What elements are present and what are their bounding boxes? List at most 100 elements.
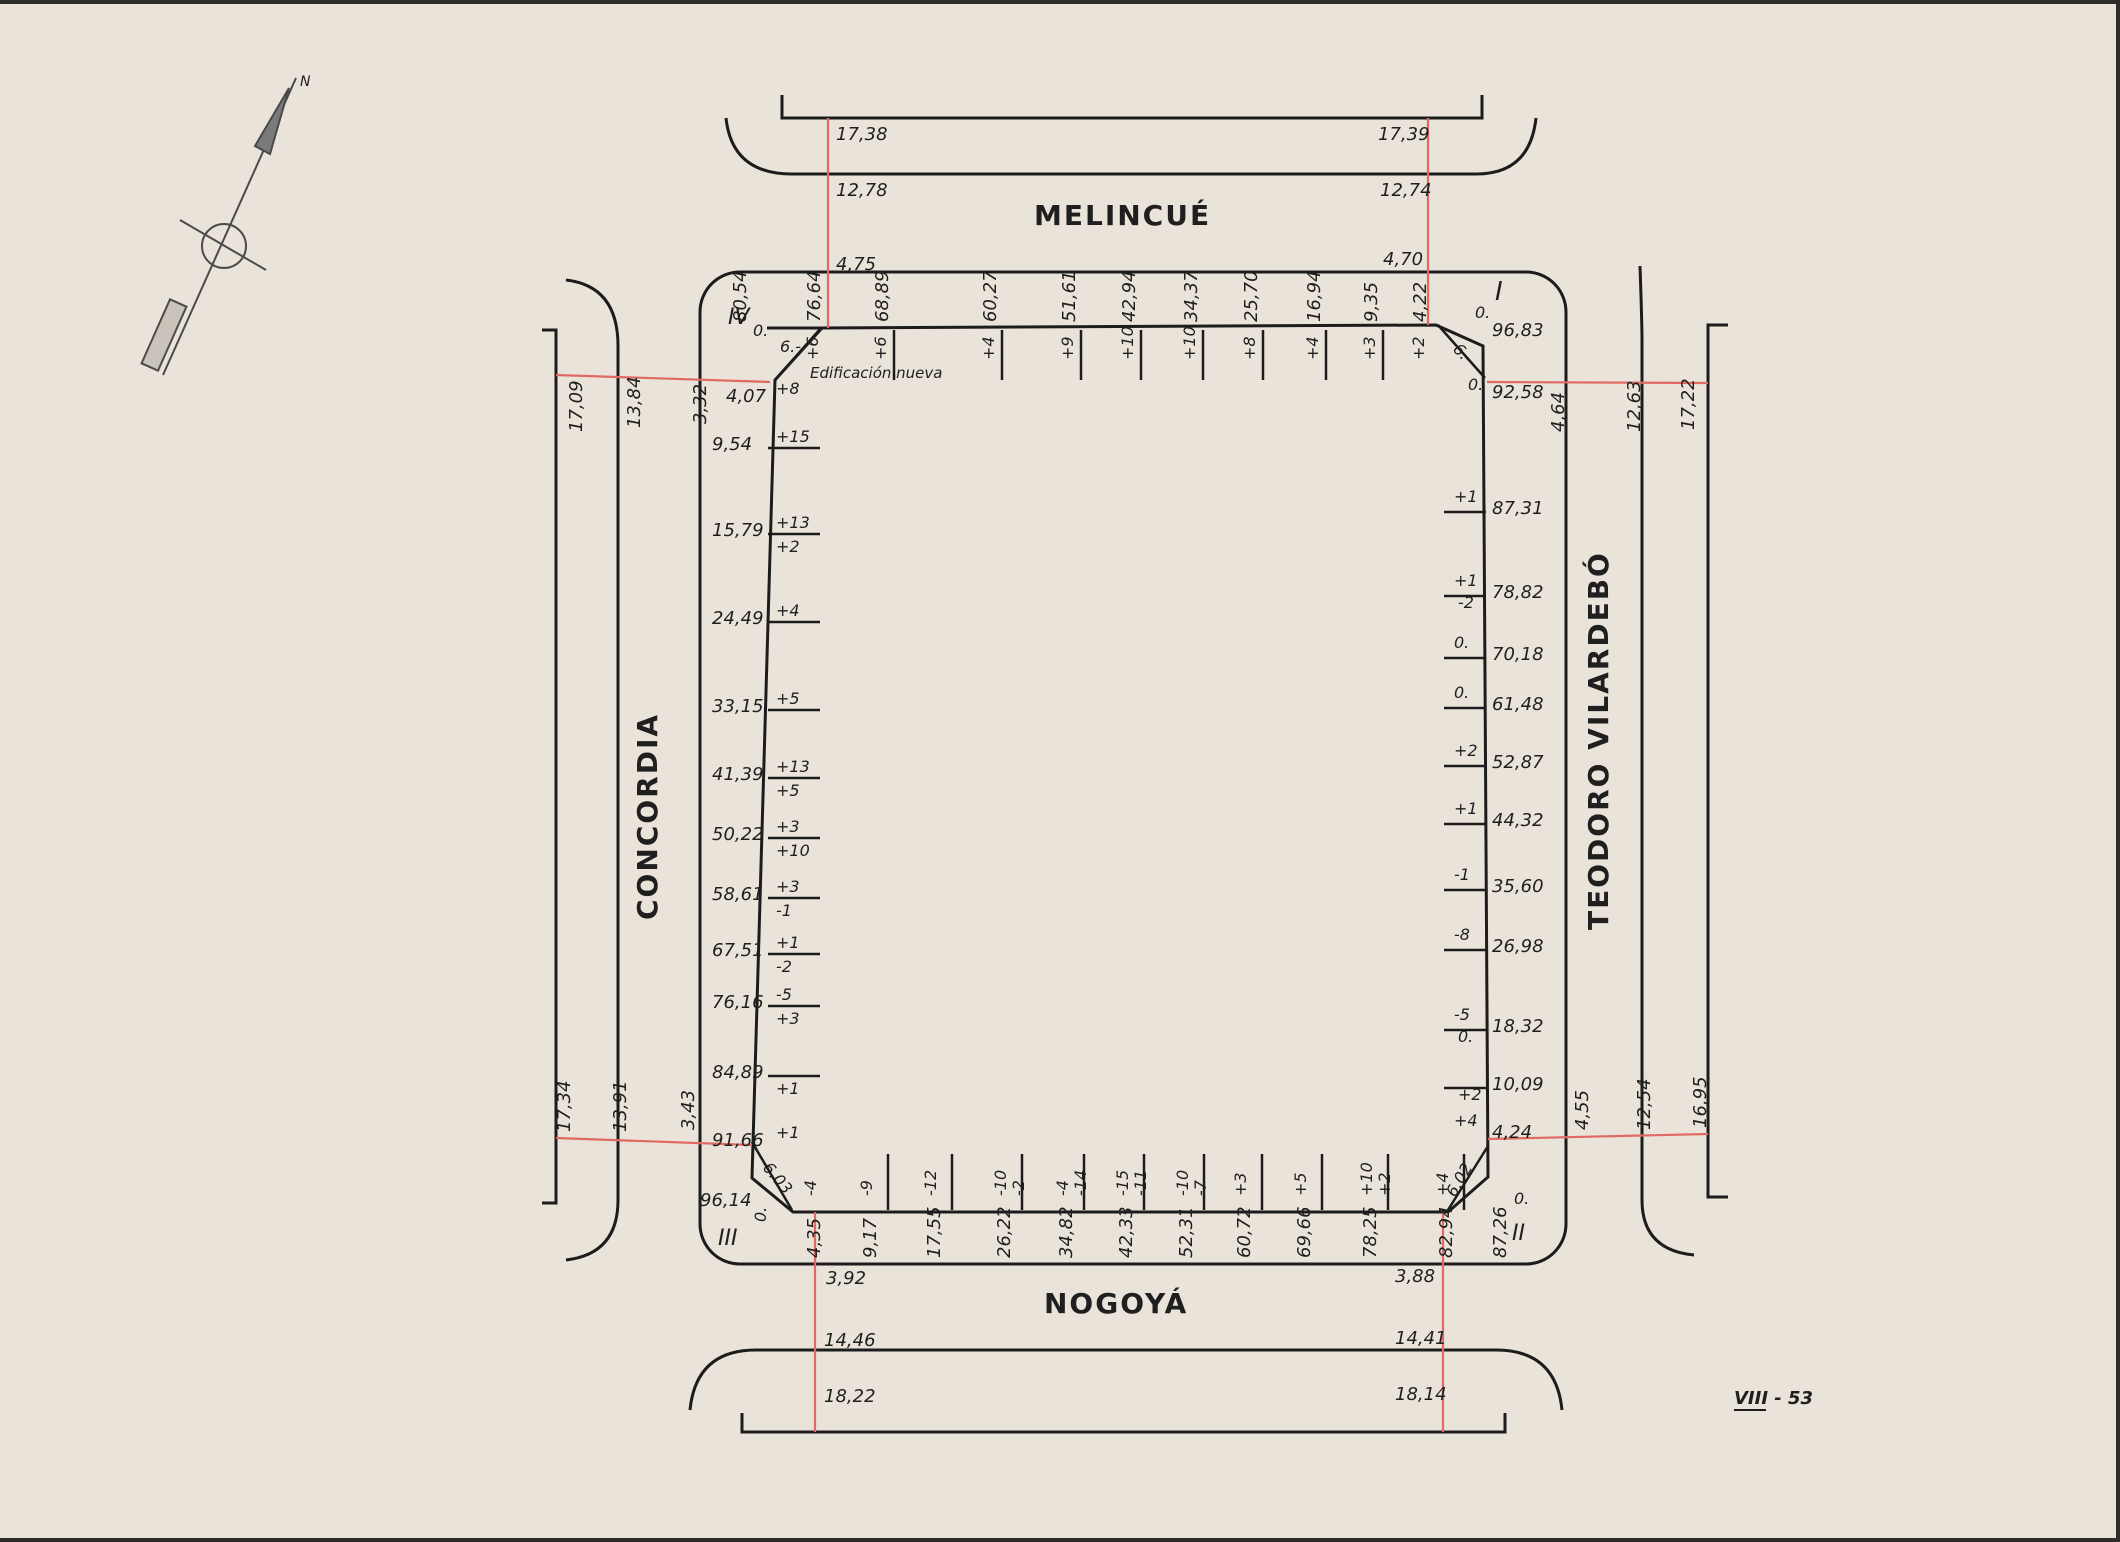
south-diff-top: -10 [1173,1170,1192,1196]
crossing-se-low: 18,14 [1395,1384,1447,1405]
east-dist: 44,32 [1492,810,1544,831]
west-dist: 58,61 [712,884,764,905]
north-diff: +6 [871,336,890,360]
east-dist: 52,87 [1492,752,1544,773]
north-dist: 9,35 [1361,282,1382,322]
west-dist: 91,66 [712,1130,764,1151]
corner-II: II [1512,1221,1525,1246]
nw-zero: 0. [753,321,768,340]
north-dist: 34,37 [1181,270,1202,322]
south-diff-top: -4 [801,1180,820,1196]
west-side-labels: +89,54+1515,79+13+224,49+433,15+541,39+1… [712,379,810,1151]
street-south: NOGOYÁ [1044,1286,1188,1320]
crossing-ws-1: 17,34 [554,1080,575,1132]
east-dist: 87,31 [1492,498,1544,519]
south-dist: 52,31 [1176,1206,1197,1258]
north-diff: +4 [1303,336,1322,360]
corner-I: I [1495,277,1503,307]
crossing-ws-3: 3,43 [678,1090,699,1130]
crossing-nw-top: 17,38 [836,124,888,145]
south-dist: 87,26 [1490,1206,1511,1258]
crossing-ws-2: 13,91 [610,1080,631,1132]
survey-lines [555,118,1709,1432]
crossing-ne-top: 17,39 [1378,124,1430,145]
crossing-sw-mid: 14,46 [824,1330,876,1351]
tick-marks [768,330,1486,1210]
east-diff-top: +2 [1454,741,1478,760]
west-diff-top: +1 [776,933,800,952]
south-dist: 17,55 [924,1206,945,1258]
crossing-en-2: 12,63 [1624,380,1645,432]
north-diff: +6 [803,336,822,360]
sheet-code: VIII - 53 [1734,1388,1813,1409]
west-dist: 15,79 [712,520,764,541]
street-north: MELINCUÉ [1034,198,1211,232]
north-dist: 4,22 [1410,282,1431,322]
east-diff-top: +1 [1454,571,1478,590]
east-diff-top: +1 [1454,487,1478,506]
south-side-labels: 4,35-49,17-917,55-1226,22-10-234,82-4-14… [801,1162,1511,1258]
crossing-wn-3: 3,32 [690,384,711,424]
crossing-en-3: 17,22 [1678,378,1699,430]
west-diff-top: +15 [776,427,810,446]
west-dist: 67,51 [712,940,764,961]
west-diff-top: +5 [776,689,800,708]
south-diff-top: -15 [1113,1170,1132,1196]
north-diff: +9 [1058,336,1077,360]
south-diff-top: +4 [1433,1172,1452,1196]
west-diff-bottom: +3 [776,1009,800,1028]
crossing-wn-2: 13,84 [624,376,645,428]
note-new-building: Edificación nueva [810,364,942,382]
north-diff: +4 [979,336,998,360]
west-diff-bottom: -2 [776,957,792,976]
crossing-sw-low: 18,22 [824,1386,876,1407]
east-diff-top: 0. [1454,633,1469,652]
north-diff: +8 [1240,336,1259,360]
crossing-sw-top: 3,92 [826,1268,866,1289]
east-diff-top: 0. [1454,683,1469,702]
north-dist: 76,64 [804,270,825,322]
chamfers [750,324,1490,1211]
corner-IV: IV [728,305,751,330]
nw-chamfer: 6.- [780,337,801,356]
east-diff-bottom: -2 [1458,593,1474,612]
west-diff-top: +13 [776,513,810,532]
south-diff-top: -9 [857,1180,876,1196]
east-dist: 18,32 [1492,1016,1544,1037]
north-dist: 68,89 [872,270,893,322]
south-dist: 60,72 [1234,1206,1255,1258]
north-diff: +3 [1360,336,1379,360]
north-diff: +10 [1118,326,1137,360]
sw-zero: 0. [751,1207,770,1222]
west-dist: 50,22 [712,824,764,845]
crossing-wn-4: 4,07 [726,386,767,407]
crossing-nw-low: 4,75 [836,254,876,275]
crossing-se-top: 3,88 [1395,1266,1435,1287]
north-label: N [300,74,311,90]
east-diff-top: -8 [1454,925,1470,944]
south-diff-bottom: -7 [1191,1179,1210,1196]
east-diff-bottom: +2 [1458,1085,1482,1104]
east-dist: 70,18 [1492,644,1544,665]
west-diff-top: -5 [776,985,792,1004]
south-diff-top: +5 [1291,1172,1310,1196]
east-dist: 92,58 [1492,382,1544,403]
north-dist: 42,94 [1119,270,1140,322]
south-dist: 78,25 [1360,1206,1381,1258]
north-diff: +2 [1409,336,1428,360]
crossing-se-mid: 14,41 [1395,1328,1447,1349]
south-dist: 42,33 [1116,1206,1137,1258]
street-west: CONCORDIA [631,713,664,920]
west-dist: 33,15 [712,696,764,717]
south-diff-top: -12 [921,1170,940,1196]
north-arrow-icon [140,77,297,376]
east-dist: 10,09 [1492,1074,1544,1095]
crossing-es-3: 16,95 [1690,1076,1711,1128]
east-dist: 26,98 [1492,936,1544,957]
south-diff-top: -4 [1053,1180,1072,1196]
west-diff-top: +4 [776,601,800,620]
curbs [542,95,1728,1434]
west-diff-bottom: +10 [776,841,810,860]
